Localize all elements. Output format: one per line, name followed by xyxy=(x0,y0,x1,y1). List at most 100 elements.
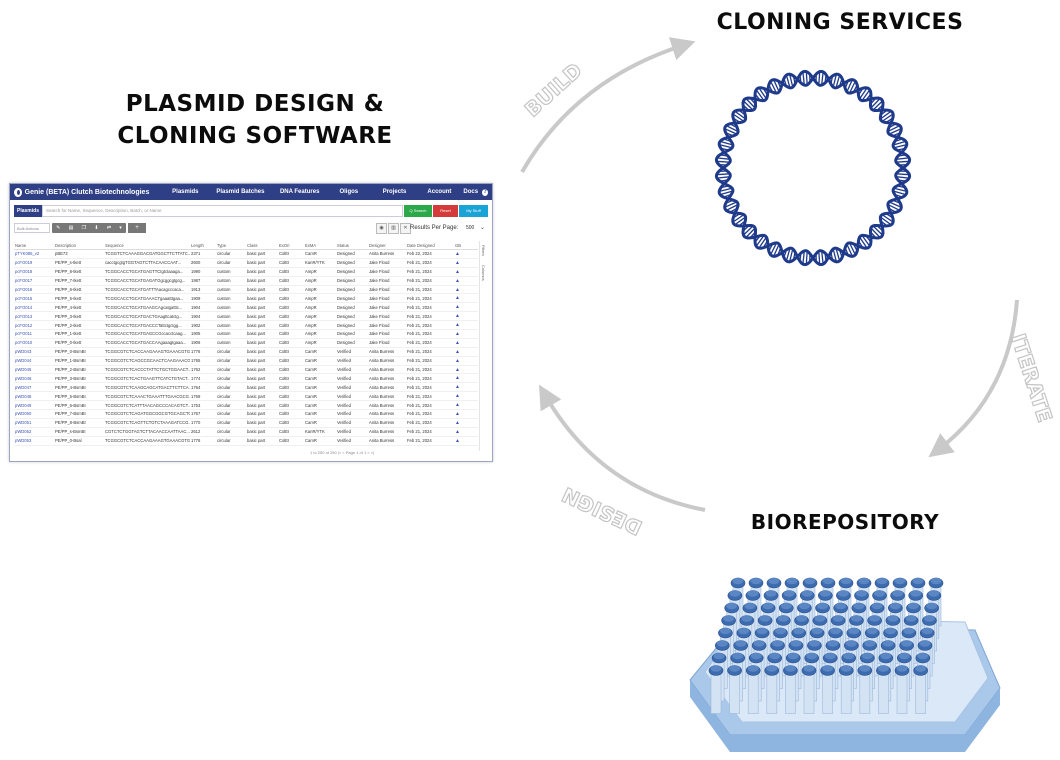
nav-oligos[interactable]: Oligos xyxy=(339,189,359,195)
genbank-download-icon[interactable]: ▲ xyxy=(454,267,478,277)
table-cell[interactable]: pcFO012 xyxy=(14,320,54,331)
genbank-download-icon[interactable]: ▲ xyxy=(454,320,478,331)
genbank-download-icon[interactable]: ▲ xyxy=(454,285,478,295)
chevron-down-icon[interactable]: ⌄ xyxy=(480,225,486,231)
column-header[interactable]: Length xyxy=(190,241,216,250)
table-cell[interactable]: pWD049 xyxy=(14,400,54,411)
clear-icon[interactable]: ▥ xyxy=(388,223,399,234)
nav-docs[interactable]: Docs xyxy=(463,189,479,195)
column-header[interactable]: GB xyxy=(454,241,478,250)
genbank-download-icon[interactable]: ▲ xyxy=(454,365,478,375)
genbank-download-icon[interactable]: ▲ xyxy=(454,338,478,348)
table-cell[interactable]: pWD047 xyxy=(14,382,54,393)
genbank-download-icon[interactable]: ▲ xyxy=(454,373,478,384)
copy-icon[interactable]: ❐ xyxy=(81,225,87,231)
filter-icon[interactable]: ▾ xyxy=(119,225,122,231)
bulk-actions-select[interactable]: Bulk Actions xyxy=(14,223,50,233)
table-cell[interactable]: pWD050 xyxy=(14,409,54,419)
reset-button[interactable]: Reset xyxy=(433,205,458,217)
table-cell[interactable]: pcFO011 xyxy=(14,329,54,339)
genbank-download-icon[interactable]: ▲ xyxy=(454,400,478,411)
genbank-download-icon[interactable]: ▲ xyxy=(454,391,478,402)
table-cell[interactable]: pcFO019 xyxy=(14,258,54,268)
genbank-download-icon[interactable]: ▲ xyxy=(454,293,478,304)
column-header[interactable]: Description xyxy=(54,241,104,250)
table-cell[interactable]: pcFO013 xyxy=(14,311,54,322)
search-button[interactable]: Q Search xyxy=(404,205,432,217)
shuffle-icon[interactable]: ⇄ xyxy=(106,225,112,231)
nav-projects[interactable]: Projects xyxy=(382,189,407,195)
column-header[interactable]: Date Designed xyxy=(406,241,454,250)
genbank-download-icon[interactable]: ▲ xyxy=(454,302,478,313)
column-header[interactable]: Status xyxy=(336,241,368,250)
genbank-download-icon[interactable]: ▲ xyxy=(454,347,478,357)
download-icon[interactable]: ⬇ xyxy=(94,225,99,231)
table-cell[interactable]: pcFO015 xyxy=(14,293,54,304)
nav-plasmids[interactable]: Plasmids xyxy=(172,189,199,195)
genbank-download-icon[interactable]: ▲ xyxy=(454,311,478,322)
nav-dna-features[interactable]: DNA Features xyxy=(279,189,320,195)
table-cell[interactable]: pWD048 xyxy=(14,391,54,402)
genbank-download-icon[interactable]: ▲ xyxy=(454,276,478,286)
edit-icon[interactable]: ✎ xyxy=(56,225,61,231)
table-cell[interactable]: pcFO017 xyxy=(14,276,54,286)
column-header[interactable]: ExMA xyxy=(304,241,336,250)
column-header[interactable]: Sequence xyxy=(104,241,190,250)
table-cell[interactable]: pcFO014 xyxy=(14,302,54,313)
my-stuff-button[interactable]: My Stuff xyxy=(459,205,488,217)
table-cell[interactable]: pWD044 xyxy=(14,356,54,366)
table-cell[interactable]: pWD051 xyxy=(14,418,54,428)
results-per-page-select[interactable]: 500 xyxy=(466,225,475,231)
add-button[interactable]: + xyxy=(128,223,146,233)
help-icon[interactable]: ? xyxy=(482,188,488,196)
column-header[interactable]: Type xyxy=(216,241,246,250)
nav-plasmid-batches[interactable]: Plasmid Batches xyxy=(216,189,265,195)
genbank-download-icon[interactable]: ▲ xyxy=(454,427,478,437)
delete-icon[interactable]: ▤ xyxy=(68,225,74,231)
side-columns-tab[interactable]: Columns xyxy=(481,265,486,281)
table-cell[interactable]: pcFO016 xyxy=(14,285,54,295)
table-cell[interactable]: pWD053 xyxy=(14,436,54,446)
table-cell[interactable]: pWD045 xyxy=(14,365,54,375)
genbank-download-icon[interactable]: ▲ xyxy=(454,329,478,339)
nav-account[interactable]: Account xyxy=(427,189,452,195)
column-header[interactable]: Name xyxy=(14,241,54,250)
table-cell[interactable]: pWD052 xyxy=(14,427,54,437)
column-header[interactable]: Designer xyxy=(368,241,406,250)
side-filters-tab[interactable]: Filters xyxy=(481,245,486,256)
view-icon[interactable]: ◉ xyxy=(376,223,387,234)
genbank-download-icon[interactable]: ▲ xyxy=(454,382,478,393)
search-tab-plasmids[interactable]: Plasmids xyxy=(14,205,42,217)
search-input[interactable]: Search for Name, Sequence, Description, … xyxy=(42,205,403,217)
clear-filter-icon[interactable]: ✕ xyxy=(400,223,411,234)
table-cell[interactable]: pWD043 xyxy=(14,347,54,357)
genbank-download-icon[interactable]: ▲ xyxy=(454,436,478,446)
table-cell[interactable]: pTYK085_v2 xyxy=(14,249,54,259)
genbank-download-icon[interactable]: ▲ xyxy=(454,356,478,366)
table-cell[interactable]: pWD046 xyxy=(14,373,54,384)
table-cell[interactable]: pcFO010 xyxy=(14,338,54,348)
genbank-download-icon[interactable]: ▲ xyxy=(454,249,478,259)
genbank-download-icon[interactable]: ▲ xyxy=(454,418,478,428)
